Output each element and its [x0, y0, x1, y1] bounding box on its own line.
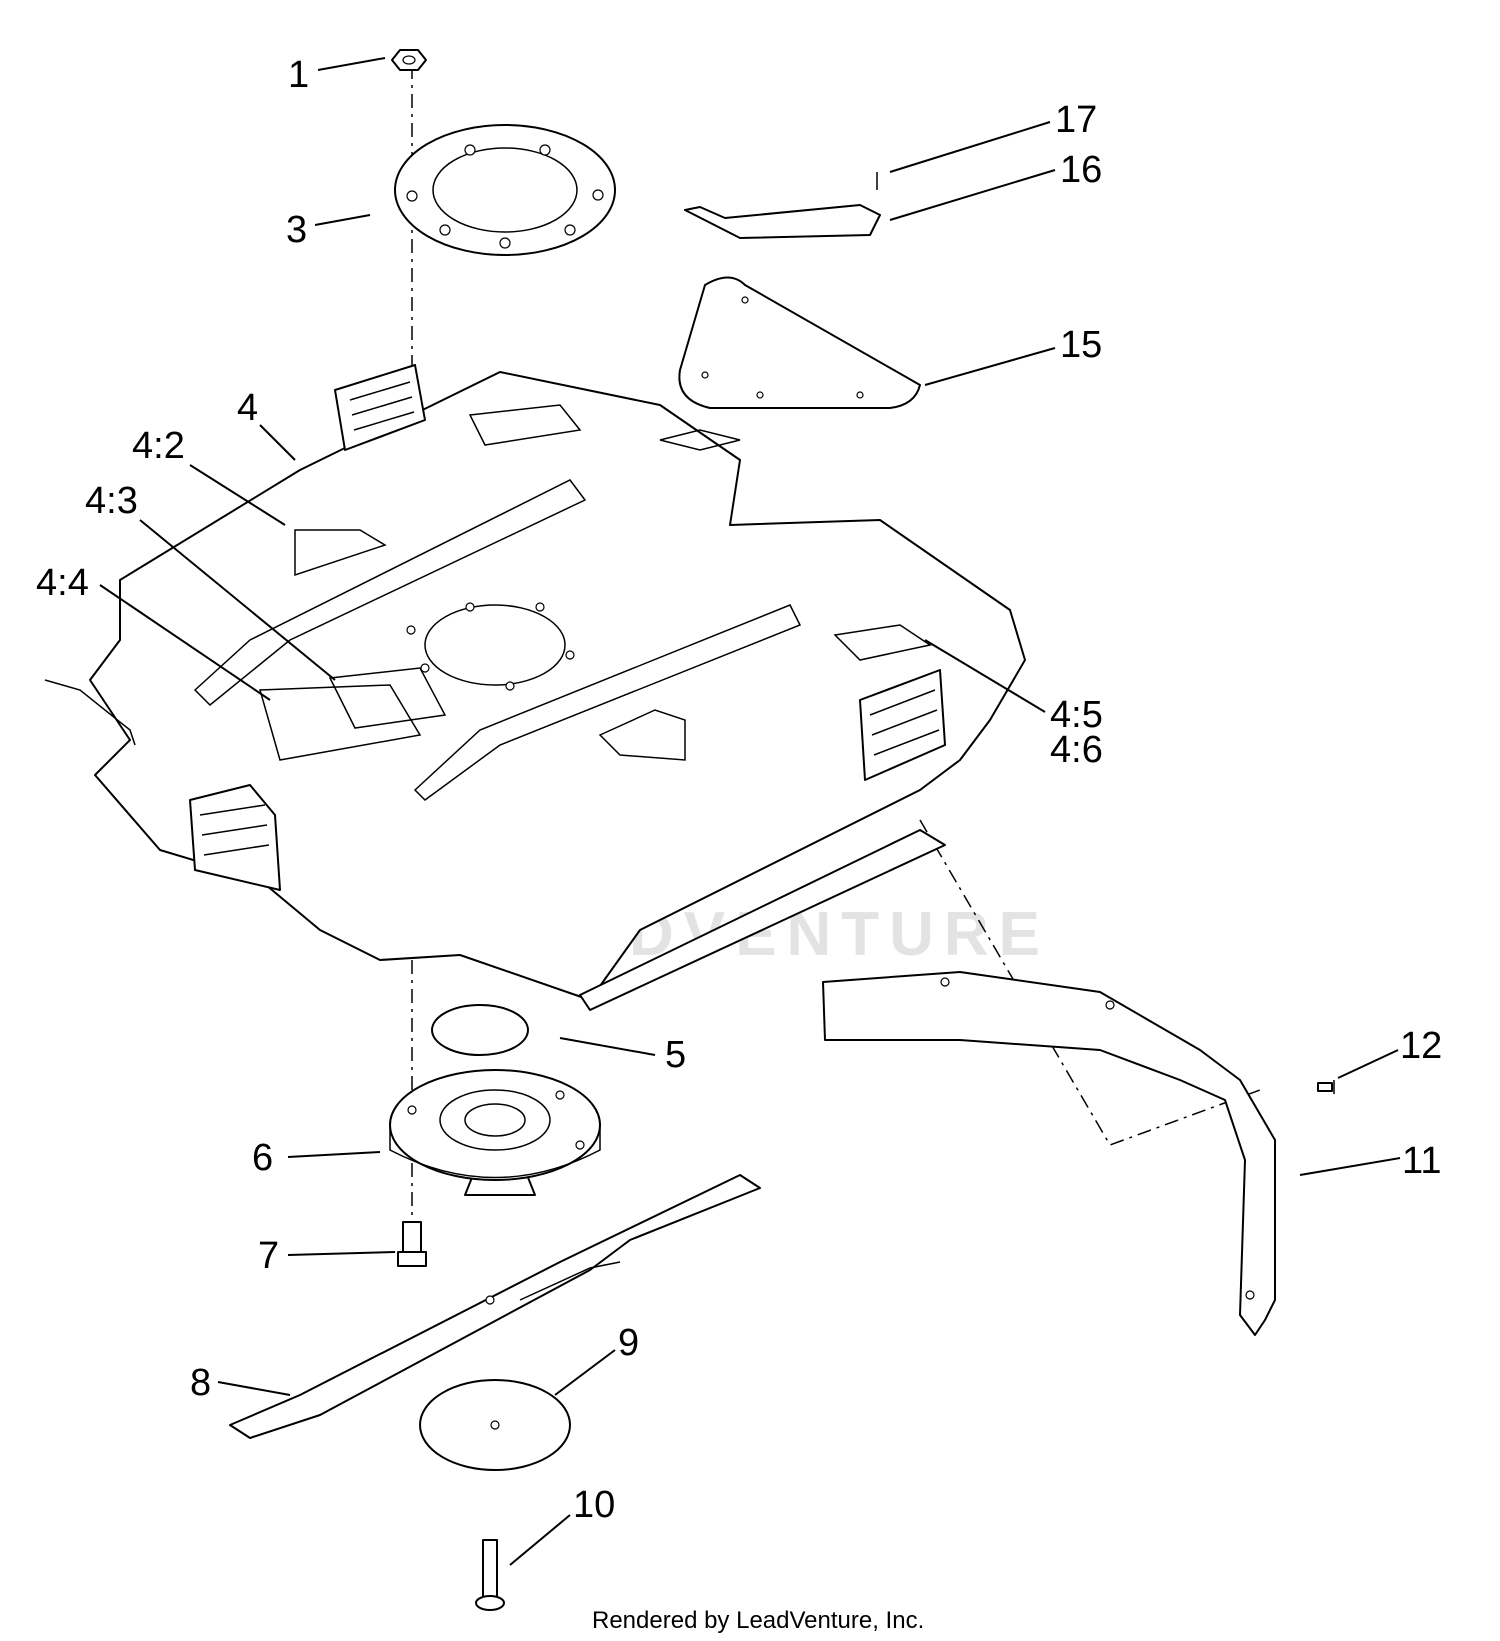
baffle-part [822, 971, 1276, 1336]
callout-4-3: 4:3 [85, 480, 138, 522]
bolt-part [397, 1221, 427, 1267]
callout-12: 12 [1400, 1025, 1442, 1067]
nut-part [391, 49, 427, 71]
spindle-plate-part [394, 124, 616, 256]
callout-16: 16 [1060, 149, 1102, 191]
callout-4-4: 4:4 [36, 562, 89, 604]
leader-4-2 [189, 464, 286, 526]
callout-11: 11 [1402, 1140, 1441, 1182]
leader-12 [1337, 1049, 1399, 1079]
callout-15: 15 [1060, 324, 1102, 366]
leader-4-4 [99, 584, 271, 701]
callout-6: 6 [252, 1137, 273, 1179]
leader-10 [509, 1514, 571, 1566]
spindle-housing-part [389, 1069, 601, 1196]
cover-plate-part [678, 276, 921, 409]
callout-9: 9 [618, 1322, 639, 1364]
callout-5: 5 [665, 1034, 686, 1076]
callout-10: 10 [573, 1484, 615, 1526]
leader-9 [554, 1349, 616, 1396]
blade-washer-part [419, 1379, 571, 1471]
leader-8 [217, 1381, 291, 1396]
callout-4-6: 4:6 [1050, 729, 1103, 771]
callout-8: 8 [190, 1362, 211, 1404]
baffle-axis [919, 819, 1261, 1146]
footer-credit: Rendered by LeadVenture, Inc. [592, 1607, 924, 1634]
callout-3: 3 [286, 209, 307, 251]
callout-4-5: 4:5 [1050, 694, 1103, 736]
callout-17: 17 [1055, 99, 1097, 141]
leader-7 [287, 1251, 396, 1256]
leader-1 [317, 57, 386, 71]
baffle-bolt-part [1317, 1080, 1335, 1094]
leader-11 [1299, 1157, 1401, 1176]
leader-6 [287, 1151, 381, 1158]
leader-16 [889, 169, 1056, 221]
leader-15 [924, 347, 1056, 386]
callout-4: 4 [237, 387, 258, 429]
callout-1: 1 [288, 54, 309, 96]
callout-7: 7 [258, 1235, 279, 1277]
leader-4-3 [139, 519, 336, 681]
blade-part [229, 1174, 761, 1439]
bracket-part [684, 204, 881, 239]
mower-deck-part [44, 364, 1026, 1011]
screw-part [475, 1539, 505, 1611]
callout-4-2: 4:2 [132, 425, 185, 467]
ring-part [431, 1004, 529, 1056]
leader-5 [559, 1037, 656, 1056]
leader-4 [259, 424, 296, 461]
leader-17 [889, 121, 1051, 173]
leader-4-5 [924, 639, 1046, 713]
leader-3 [314, 214, 371, 226]
